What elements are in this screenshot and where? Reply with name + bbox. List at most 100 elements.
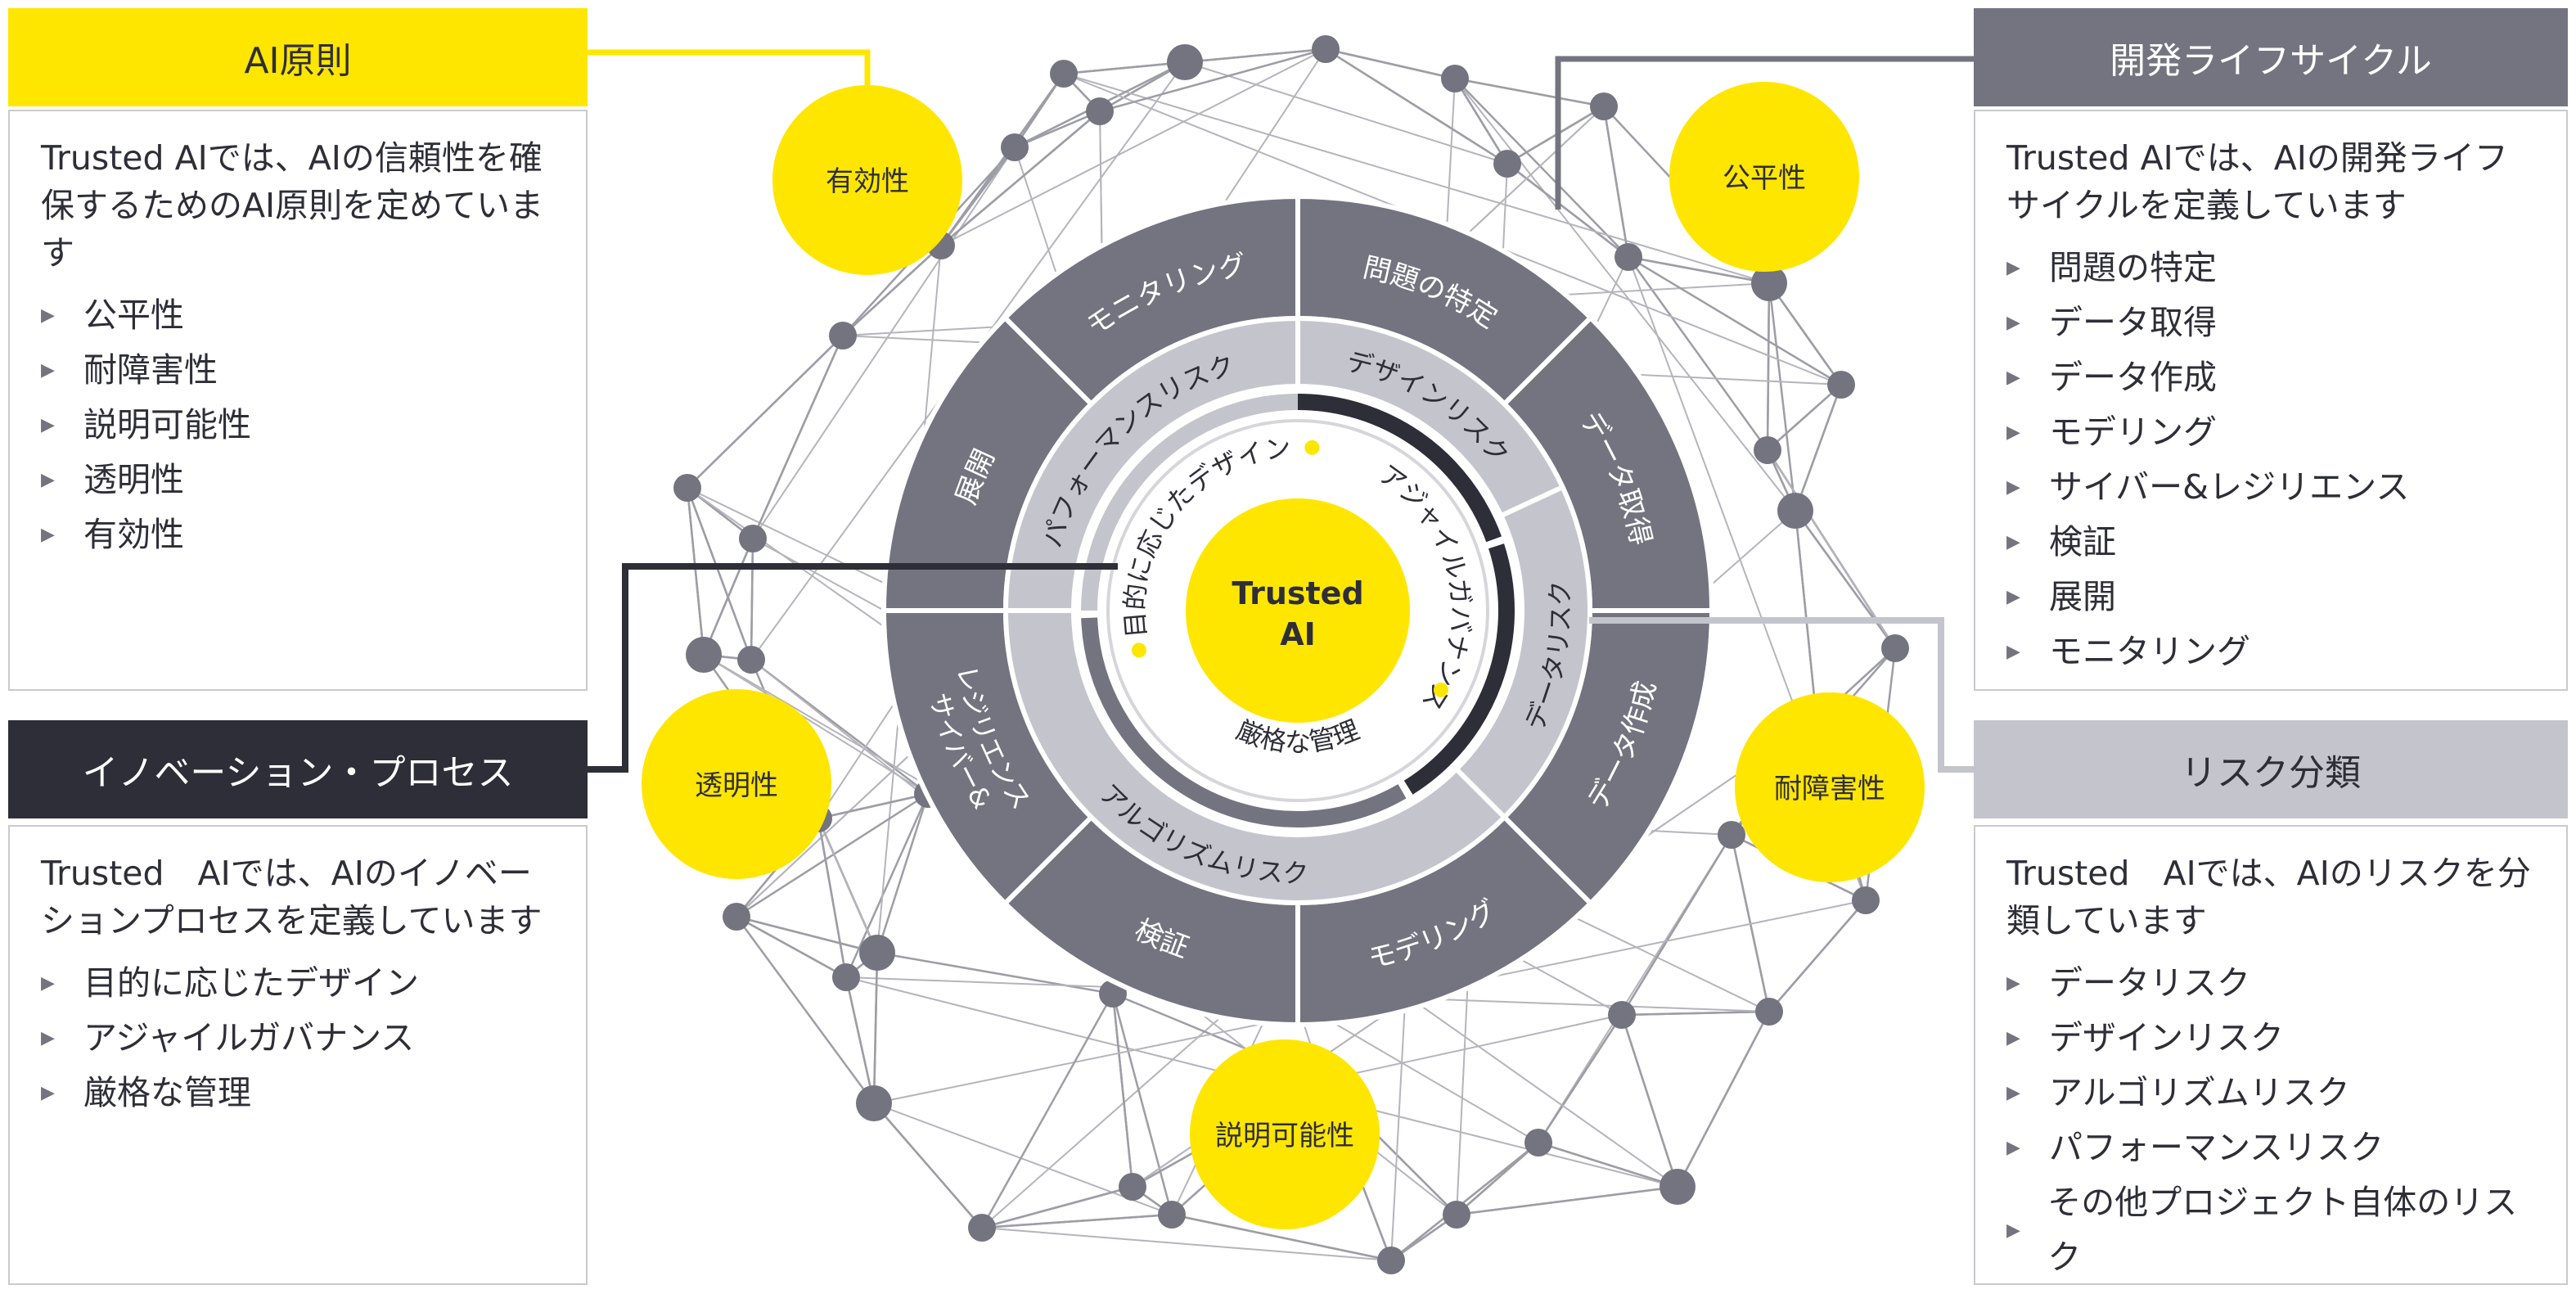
list-item-label: 有効性 (83, 515, 184, 554)
innovation-intro: Trusted AIでは、AIのイノベーションプロセスを定義しています (41, 854, 543, 940)
network-line (735, 916, 876, 1104)
risk-box: Trusted AIでは、AIのリスクを分類しています ▶データリスク▶デザイン… (1974, 825, 2568, 1285)
list-item: ▶ 展開 (2006, 570, 2533, 624)
network-line (940, 110, 1101, 246)
list-item: ▶モデリング (2006, 405, 2533, 460)
network-line (1322, 1014, 1623, 1081)
bullet-icon: ▶ (2006, 477, 2020, 498)
list-item-label: 展開 (2049, 577, 2116, 616)
bullet-icon: ▶ (2006, 587, 2020, 607)
bullet-icon: ▶ (41, 470, 55, 490)
network-line (1171, 1213, 1392, 1262)
bullet-icon: ▶ (2006, 1138, 2020, 1158)
risk-header: リスク分類 (1974, 720, 2568, 818)
network-line (1099, 47, 1326, 113)
list-item: ▶耐障害性 (41, 343, 553, 398)
list-item-label: 説明可能性 (83, 405, 251, 444)
network-node (968, 1214, 996, 1242)
bullet-icon: ▶ (41, 1083, 55, 1103)
network-node (1443, 1201, 1470, 1229)
list-item-label: その他プロジェクト自体のリスク (2047, 1183, 2518, 1277)
principle-circle (772, 85, 962, 275)
bullet-icon: ▶ (2006, 1083, 2020, 1103)
list-item: ▶データ取得 (2006, 295, 2533, 350)
network-node (1608, 1001, 1636, 1029)
core-label-line1: Trusted (1232, 575, 1363, 611)
list-item: ▶アルゴリズムリスク (2006, 1066, 2533, 1120)
network-line (1676, 1011, 1771, 1188)
list-item-label: 問題の特定 (2049, 248, 2217, 287)
network-line (872, 952, 879, 1104)
list-item-label: データ取得 (2049, 303, 2217, 342)
network-line (876, 793, 930, 954)
list-item: ▶デザインリスク (2006, 1011, 2533, 1066)
list-item-label: 検証 (2049, 522, 2116, 561)
principle-circle (1735, 692, 1925, 882)
network-node (739, 525, 767, 552)
network-node (686, 637, 722, 673)
network-line (980, 993, 1115, 1229)
bullet-icon: ▶ (2006, 642, 2020, 662)
principle-circle-label: 説明可能性 (1215, 1120, 1354, 1152)
network-line (687, 335, 844, 489)
network-line (1111, 993, 1173, 1215)
list-item: ▶データリスク (2006, 956, 2533, 1011)
bullet-icon: ▶ (41, 1028, 55, 1048)
network-node (1615, 243, 1642, 271)
network-line (1453, 78, 1509, 165)
network-line (1538, 1141, 1678, 1188)
list-item: ▶説明可能性 (41, 398, 553, 453)
ai-principles-intro: Trusted AIでは、AIの信頼性を確保するためのAI原則を定めています (41, 138, 544, 273)
governance-arc (1297, 394, 1502, 543)
network-line (842, 245, 942, 336)
network-line (1325, 47, 1508, 165)
bullet-icon: ▶ (2006, 367, 2020, 388)
network-node (1754, 436, 1781, 464)
network-node (1119, 1173, 1146, 1201)
network-line (1454, 77, 1605, 108)
list-item: ▶透明性 (41, 453, 553, 507)
network-line (1766, 282, 1771, 451)
network-node (1158, 1201, 1186, 1229)
principle-circle (1669, 82, 1859, 272)
network-line (1537, 1014, 1624, 1143)
network-node (1086, 97, 1114, 125)
list-item-label: サイバー&レジリエンス (2049, 467, 2410, 507)
network-line (844, 976, 876, 1104)
network-line (1794, 510, 1818, 721)
list-item: ▶検証 (2006, 515, 2533, 570)
network-line (750, 538, 754, 661)
list-item-label: デザインリスク (2049, 1018, 2284, 1057)
network-line (702, 538, 754, 656)
network-line (1794, 510, 1897, 649)
list-item: ▶有効性 (41, 507, 553, 562)
connector-risk (1589, 617, 1974, 773)
list-item-label: データ作成 (2049, 358, 2217, 397)
risk-segment (1002, 608, 1508, 906)
network-node (1312, 35, 1340, 63)
principle-circle-label: 透明性 (695, 769, 778, 802)
network-node (673, 474, 701, 502)
inner-guide-circle (1106, 419, 1489, 802)
network-node (1660, 1169, 1696, 1205)
network-line (751, 335, 844, 539)
network-line (1628, 255, 1770, 285)
network-node (1441, 65, 1469, 92)
list-item: ▶ モニタリング (2006, 624, 2533, 679)
network-line (1184, 47, 1326, 64)
network-line (1063, 73, 1770, 284)
lifecycle-header: 開発ライフサイクル (1974, 8, 2568, 106)
list-item: ▶パフォーマンスリスク (2006, 1120, 2533, 1175)
network-line (981, 1185, 1133, 1229)
ai-principles-header: AI原則 (8, 8, 588, 106)
list-item-label: モニタリング (2049, 632, 2250, 671)
network-line (736, 915, 878, 954)
bullet-icon: ▶ (2006, 973, 2020, 994)
network-node (1852, 886, 1880, 914)
network-line (1621, 1010, 1770, 1017)
network-line (1620, 834, 1733, 1016)
network-line (844, 793, 930, 978)
list-item-label: 耐障害性 (83, 350, 218, 390)
network-line (1390, 1142, 1539, 1261)
